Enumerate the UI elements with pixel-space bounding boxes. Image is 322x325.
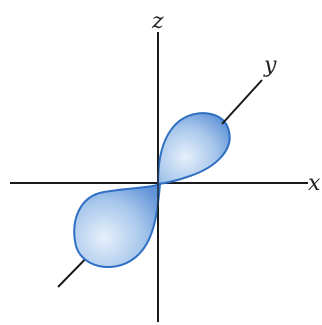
- z-axis-label: z: [151, 9, 164, 34]
- x-axis-label: x: [308, 171, 321, 196]
- lower-lobe: [73, 182, 162, 268]
- y-axis-upper: [221, 79, 263, 125]
- upper-lobe: [156, 112, 231, 186]
- y-axis-label: y: [263, 53, 277, 78]
